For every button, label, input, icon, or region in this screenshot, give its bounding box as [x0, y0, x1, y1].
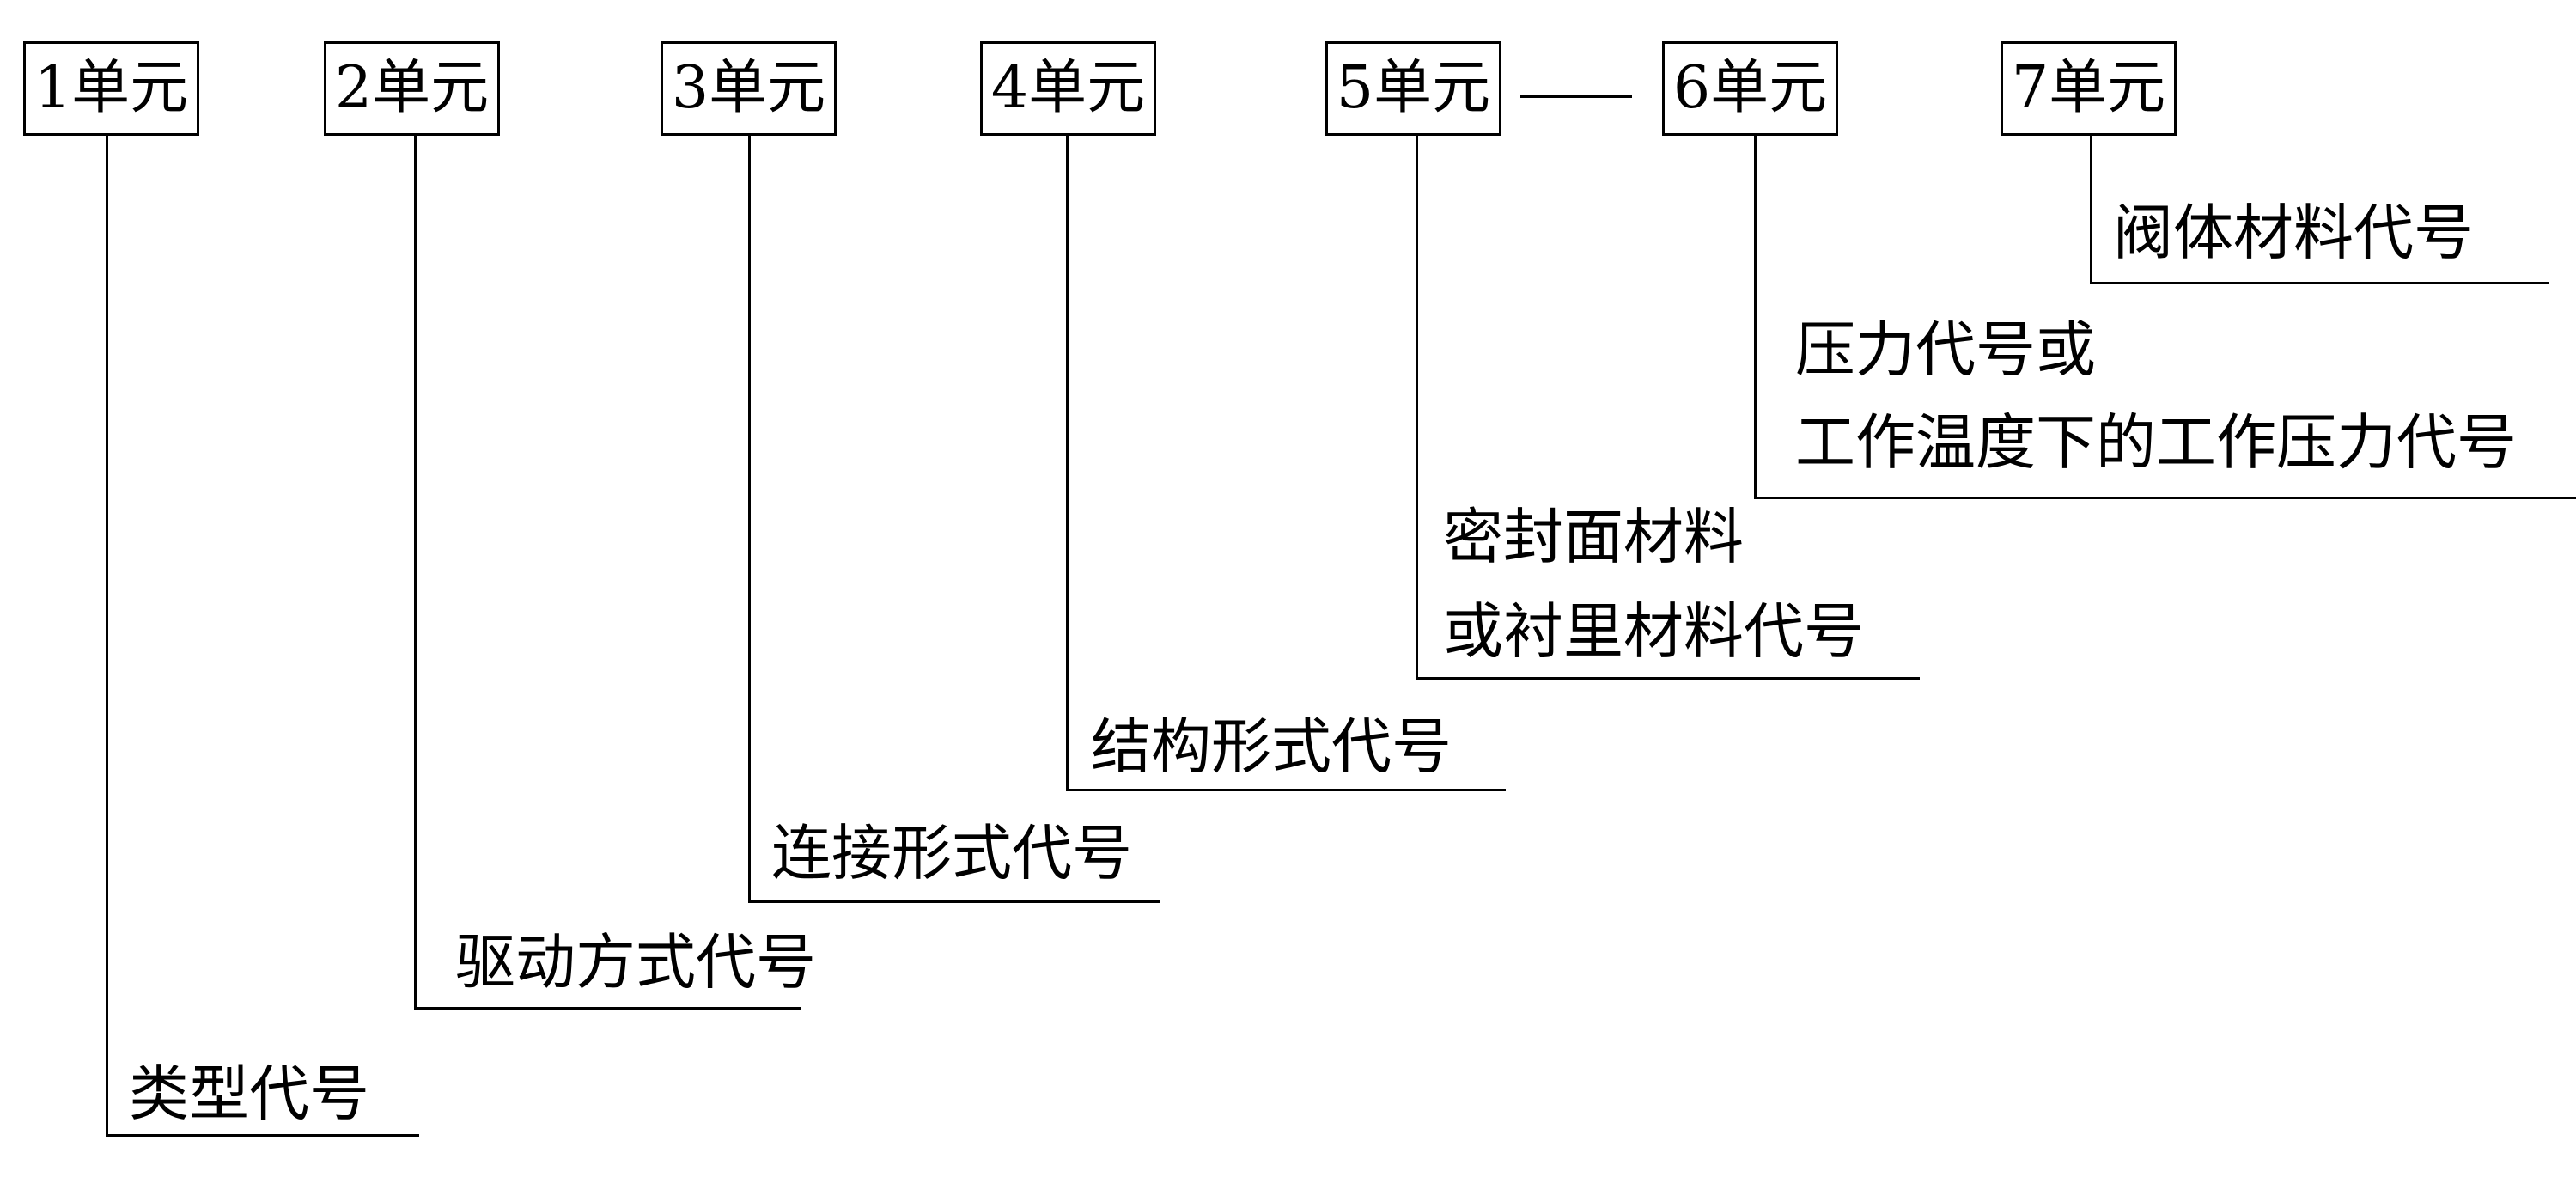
unit4-leader-horizontal — [1066, 789, 1506, 791]
unit3-caption: 连接形式代号 — [771, 818, 1132, 888]
unit4-caption: 结构形式代号 — [1091, 711, 1452, 782]
unit-box-5: 5单元 — [1325, 41, 1501, 136]
unit1-caption: 类型代号 — [129, 1059, 369, 1129]
unit2-caption: 驱动方式代号 — [455, 927, 816, 998]
unit6-caption-line2: 工作温度下的工作压力代号 — [1795, 407, 2517, 478]
unit5-leader-horizontal — [1416, 677, 1920, 680]
unit7-leader-horizontal — [2090, 282, 2549, 284]
unit1-leader-horizontal — [106, 1134, 419, 1137]
unit2-leader-vertical — [414, 136, 417, 1010]
unit2-leader-horizontal — [414, 1007, 801, 1010]
unit-label-4: 4单元 — [990, 54, 1146, 122]
unit6-leader-vertical — [1754, 136, 1757, 499]
unit-box-7: 7单元 — [2001, 41, 2177, 136]
unit-label-6: 6单元 — [1672, 54, 1828, 122]
unit-label-7: 7单元 — [2011, 54, 2166, 122]
unit5-unit6-dash — [1520, 95, 1632, 98]
unit7-leader-vertical — [2090, 136, 2092, 284]
unit-box-3: 3单元 — [661, 41, 837, 136]
unit7-caption: 阀体材料代号 — [2113, 198, 2474, 268]
unit-label-5: 5单元 — [1336, 54, 1491, 122]
unit6-leader-horizontal — [1754, 497, 2576, 499]
unit-label-1: 1单元 — [33, 54, 189, 122]
unit3-leader-horizontal — [748, 900, 1160, 903]
unit-label-3: 3单元 — [671, 54, 826, 122]
unit-box-6: 6单元 — [1662, 41, 1838, 136]
unit-box-1: 1单元 — [23, 41, 199, 136]
unit5-leader-vertical — [1416, 136, 1418, 680]
unit5-caption-line2: 或衬里材料代号 — [1443, 596, 1864, 667]
unit5-caption-line1: 密封面材料 — [1443, 502, 1744, 572]
unit-label-2: 2单元 — [334, 54, 490, 122]
unit6-caption-line1: 压力代号或 — [1795, 314, 2096, 385]
unit-box-4: 4单元 — [980, 41, 1156, 136]
unit3-leader-vertical — [748, 136, 751, 903]
unit1-leader-vertical — [106, 136, 108, 1137]
unit-box-2: 2单元 — [324, 41, 500, 136]
unit4-leader-vertical — [1066, 136, 1069, 791]
